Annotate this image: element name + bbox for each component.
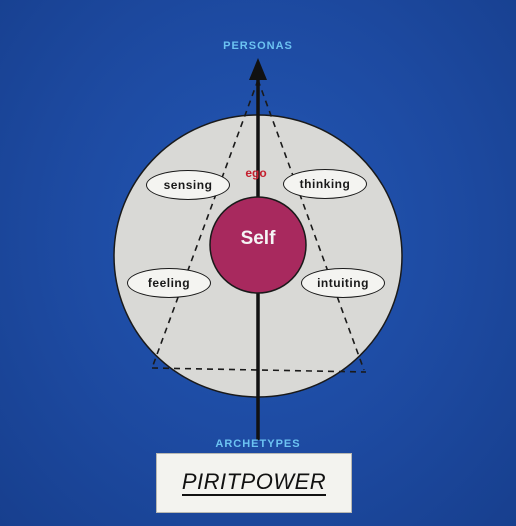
brand-box: PIRITPOWER bbox=[156, 453, 352, 513]
self-circle bbox=[209, 196, 307, 294]
ego-label: ego bbox=[245, 166, 267, 180]
sensing-function-label: sensing bbox=[146, 170, 230, 200]
triangle-base bbox=[151, 367, 367, 373]
archetypes-label: ARCHETYPES bbox=[215, 438, 301, 450]
triangle-left-edge bbox=[151, 79, 259, 369]
triangle-right-edge bbox=[257, 79, 365, 371]
arrow-up-icon bbox=[249, 58, 267, 80]
intuiting-function-label: intuiting bbox=[301, 268, 385, 298]
personas-label: PERSONAS bbox=[223, 40, 293, 52]
feeling-function-label: feeling bbox=[127, 268, 211, 298]
brand-name: PIRITPOWER bbox=[181, 469, 327, 496]
self-label: Self bbox=[240, 228, 276, 249]
thinking-function-label: thinking bbox=[283, 169, 367, 199]
